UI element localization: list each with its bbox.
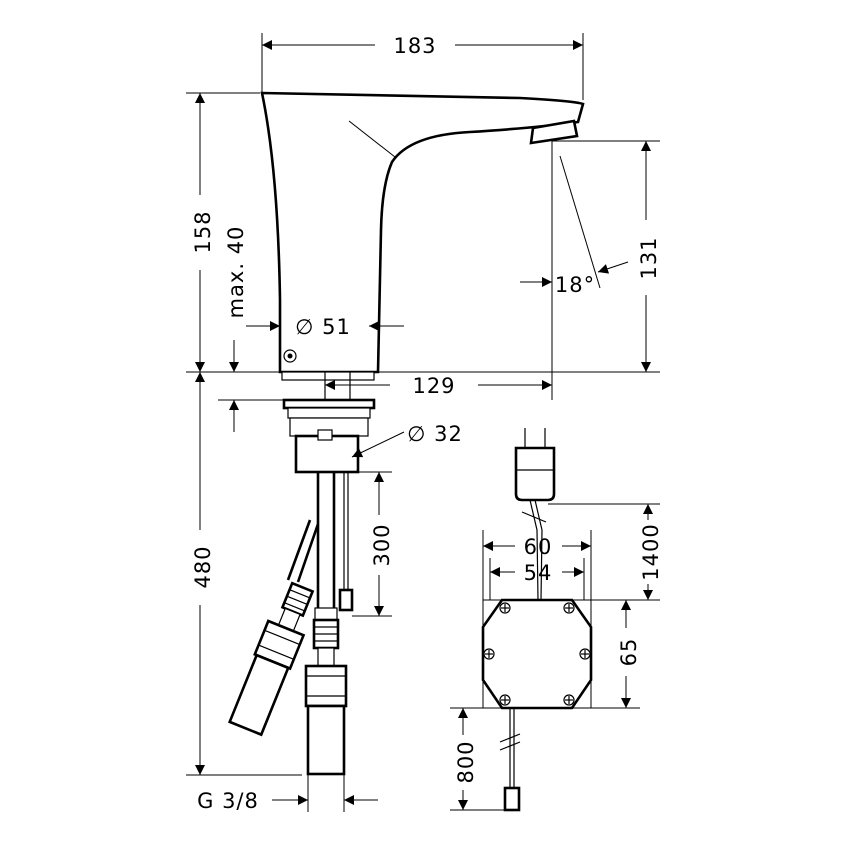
dim-54: 54 <box>524 561 553 585</box>
dim-131: 131 <box>637 236 661 279</box>
screw-br <box>563 694 575 706</box>
dim-angle-18: 18° <box>555 273 595 297</box>
mounting-assembly <box>281 371 376 612</box>
vertical-hose <box>304 607 348 776</box>
dim-max-40: max. 40 <box>224 226 248 319</box>
dim-480: 480 <box>191 545 215 588</box>
dimension-lines <box>186 33 660 812</box>
dim-300: 300 <box>370 523 394 566</box>
power-plug <box>514 428 556 601</box>
dimension-labels: 183 158 max. 40 ∅ 51 131 18° 129 ∅ 32 48… <box>191 34 663 813</box>
dim-800: 800 <box>454 740 478 783</box>
screw-mr <box>579 648 591 660</box>
dim-diameter-51: ∅ 51 <box>295 315 351 339</box>
screw-ml <box>483 648 495 660</box>
angled-hose <box>228 519 320 737</box>
faucet-body <box>260 91 585 374</box>
dim-158: 158 <box>191 210 215 253</box>
screw-tr <box>563 602 575 614</box>
screw-bl <box>499 694 511 706</box>
screw-tl <box>499 602 511 614</box>
dim-1400: 1400 <box>639 523 663 580</box>
control-box <box>481 598 593 812</box>
dim-65: 65 <box>617 638 641 667</box>
dim-diameter-32: ∅ 32 <box>407 422 463 446</box>
dim-183: 183 <box>393 34 436 58</box>
dim-60: 60 <box>524 535 553 559</box>
dim-129: 129 <box>412 374 455 398</box>
dim-thread-g38: G 3/8 <box>197 789 259 813</box>
